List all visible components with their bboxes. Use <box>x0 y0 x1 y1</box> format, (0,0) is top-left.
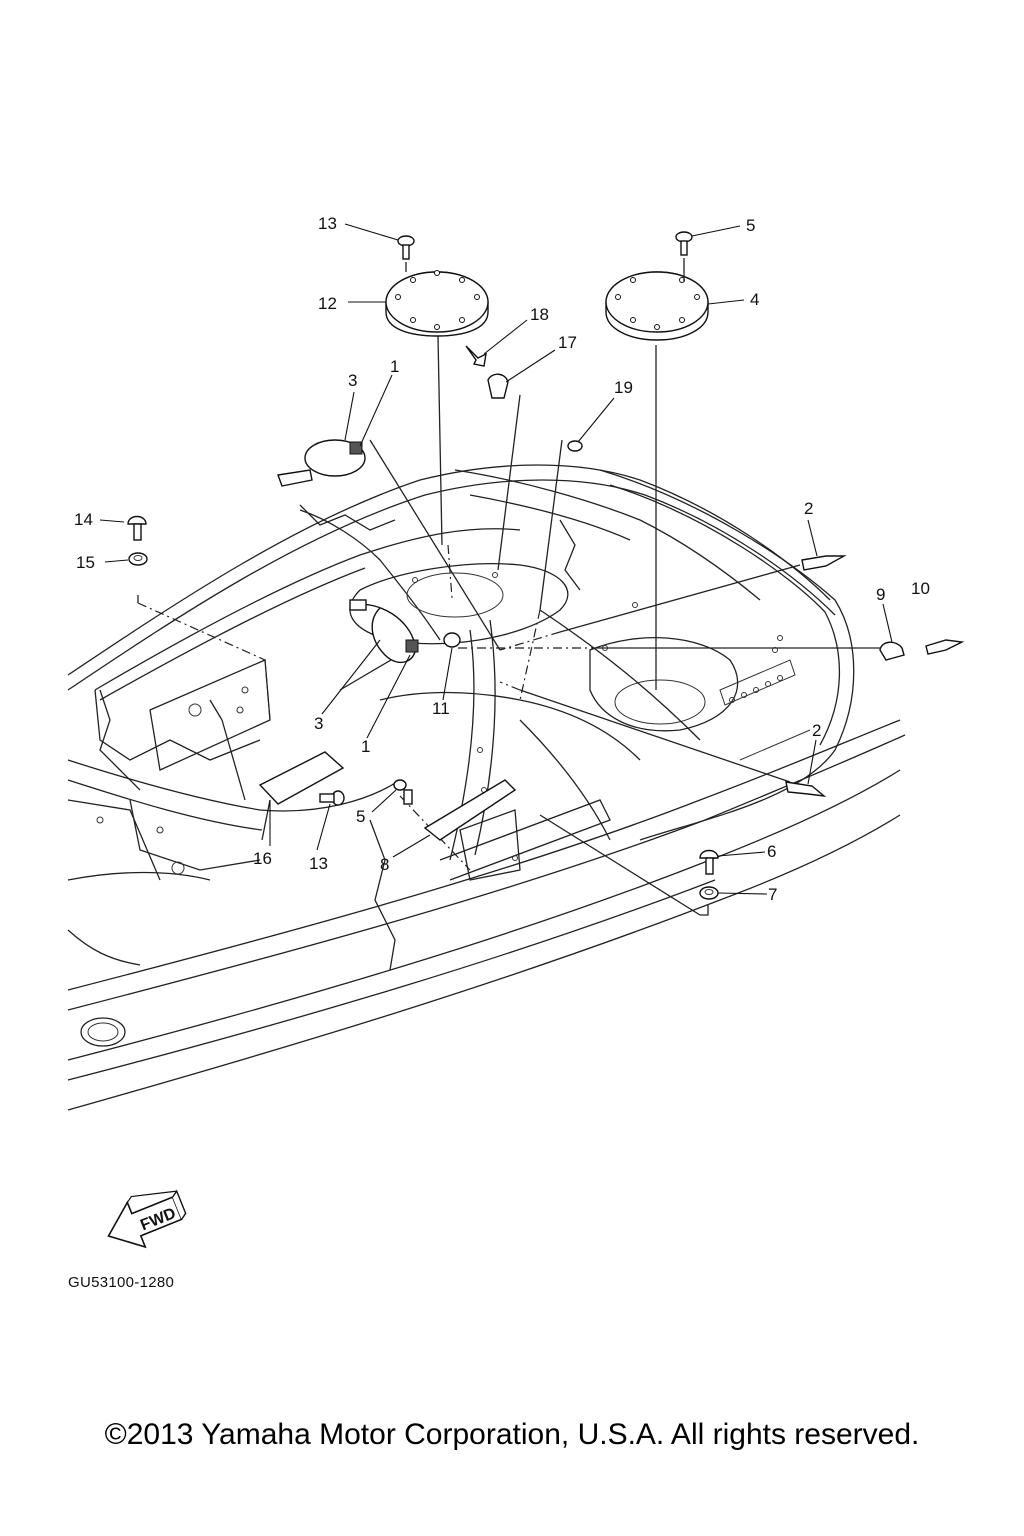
washer-7 <box>699 886 719 900</box>
callout-13-lower: 13 <box>309 854 328 873</box>
rivet-18 <box>465 345 487 367</box>
callout-9: 9 <box>876 585 885 604</box>
washer-15 <box>128 552 148 566</box>
callout-1-upper: 1 <box>390 357 399 376</box>
callout-11: 11 <box>432 699 450 718</box>
rivet-2-upper <box>801 555 847 571</box>
callout-5-top: 5 <box>746 216 755 235</box>
rivet-10 <box>925 639 965 655</box>
clamp-17 <box>487 373 509 399</box>
reference-code: GU53100-1280 <box>68 1274 175 1291</box>
callout-4: 4 <box>750 290 759 309</box>
callout-1-lower: 1 <box>361 737 370 756</box>
callout-15: 15 <box>76 553 95 572</box>
callout-7: 7 <box>768 885 777 904</box>
grommet-19 <box>567 440 583 452</box>
callout-10: 10 <box>911 579 930 598</box>
callout-8: 8 <box>380 855 389 874</box>
callout-labels: 13 5 12 4 18 17 3 1 19 14 15 2 9 10 3 1 … <box>74 214 930 904</box>
screw-14 <box>127 515 147 541</box>
copyright-notice: ©2013 Yamaha Motor Corporation, U.S.A. A… <box>104 1418 920 1451</box>
callout-16: 16 <box>253 849 272 868</box>
screw-13-lower <box>319 790 345 806</box>
band-3-lower <box>349 599 419 664</box>
plate-8 <box>423 779 517 841</box>
screw-5-top <box>675 231 693 256</box>
callout-18: 18 <box>530 305 549 324</box>
callout-17: 17 <box>558 333 577 352</box>
screw-5-lower <box>393 779 413 805</box>
rivet-2-lower <box>785 781 827 797</box>
grommet-11 <box>443 632 461 648</box>
fwd-arrow-icon: FWD <box>107 1189 187 1249</box>
callout-3-lower: 3 <box>314 714 323 733</box>
callout-12: 12 <box>318 294 337 313</box>
callout-3-upper: 3 <box>348 371 357 390</box>
callout-19: 19 <box>614 378 633 397</box>
callout-2-lower: 2 <box>812 721 821 740</box>
callout-2-upper: 2 <box>804 499 813 518</box>
assembly-lines <box>137 335 880 916</box>
callout-6: 6 <box>767 842 776 861</box>
plate-16 <box>258 751 345 805</box>
band-3-upper <box>277 439 366 487</box>
callout-13-top: 13 <box>318 214 337 233</box>
screw-13-top <box>397 235 415 260</box>
clip-9 <box>879 641 905 661</box>
leader-lines <box>99 223 893 895</box>
callout-14: 14 <box>74 510 93 529</box>
inspection-cover-12 <box>385 270 489 337</box>
hull-outline <box>67 464 906 1111</box>
callout-5-lower: 5 <box>356 807 365 826</box>
screw-6 <box>699 849 719 875</box>
inspection-cover-4 <box>605 271 709 341</box>
